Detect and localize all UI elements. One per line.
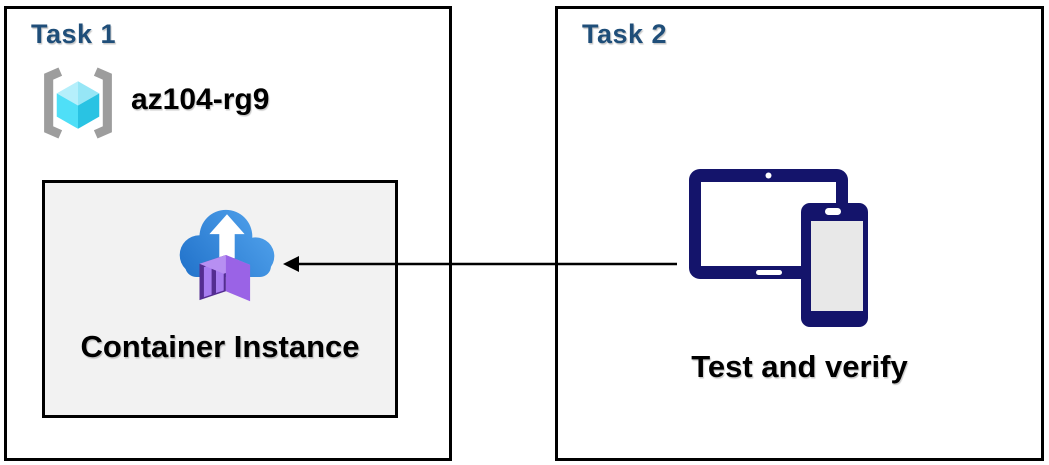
- cube-shape: [56, 81, 100, 129]
- task1-title: Task 1: [31, 19, 117, 49]
- phone-speaker: [825, 208, 841, 215]
- tablet-phone-icon: [689, 169, 874, 339]
- container-instance-box: Container Instance: [42, 180, 398, 418]
- resource-group-name: az104-rg9: [131, 83, 270, 116]
- task2-title: Task 2: [582, 19, 668, 49]
- arrowhead-left: [283, 256, 299, 272]
- task1-box: Task 1 az104-rg9: [4, 6, 452, 461]
- bracket-shapes: [44, 67, 112, 139]
- phone-shape: [801, 203, 868, 327]
- container-instances-icon: [172, 200, 282, 315]
- resource-group-icon: [35, 65, 121, 146]
- test-and-verify-label: Test and verify: [691, 349, 908, 384]
- container-instance-label: Container Instance: [80, 329, 360, 364]
- tablet-camera-dot: [765, 172, 772, 179]
- upload-arrow-shape: [209, 214, 245, 259]
- flow-arrow: [281, 250, 681, 283]
- container-shape: [199, 255, 251, 302]
- task2-box: Task 2 Test and verify: [555, 6, 1044, 461]
- tablet-home-bar: [756, 270, 782, 275]
